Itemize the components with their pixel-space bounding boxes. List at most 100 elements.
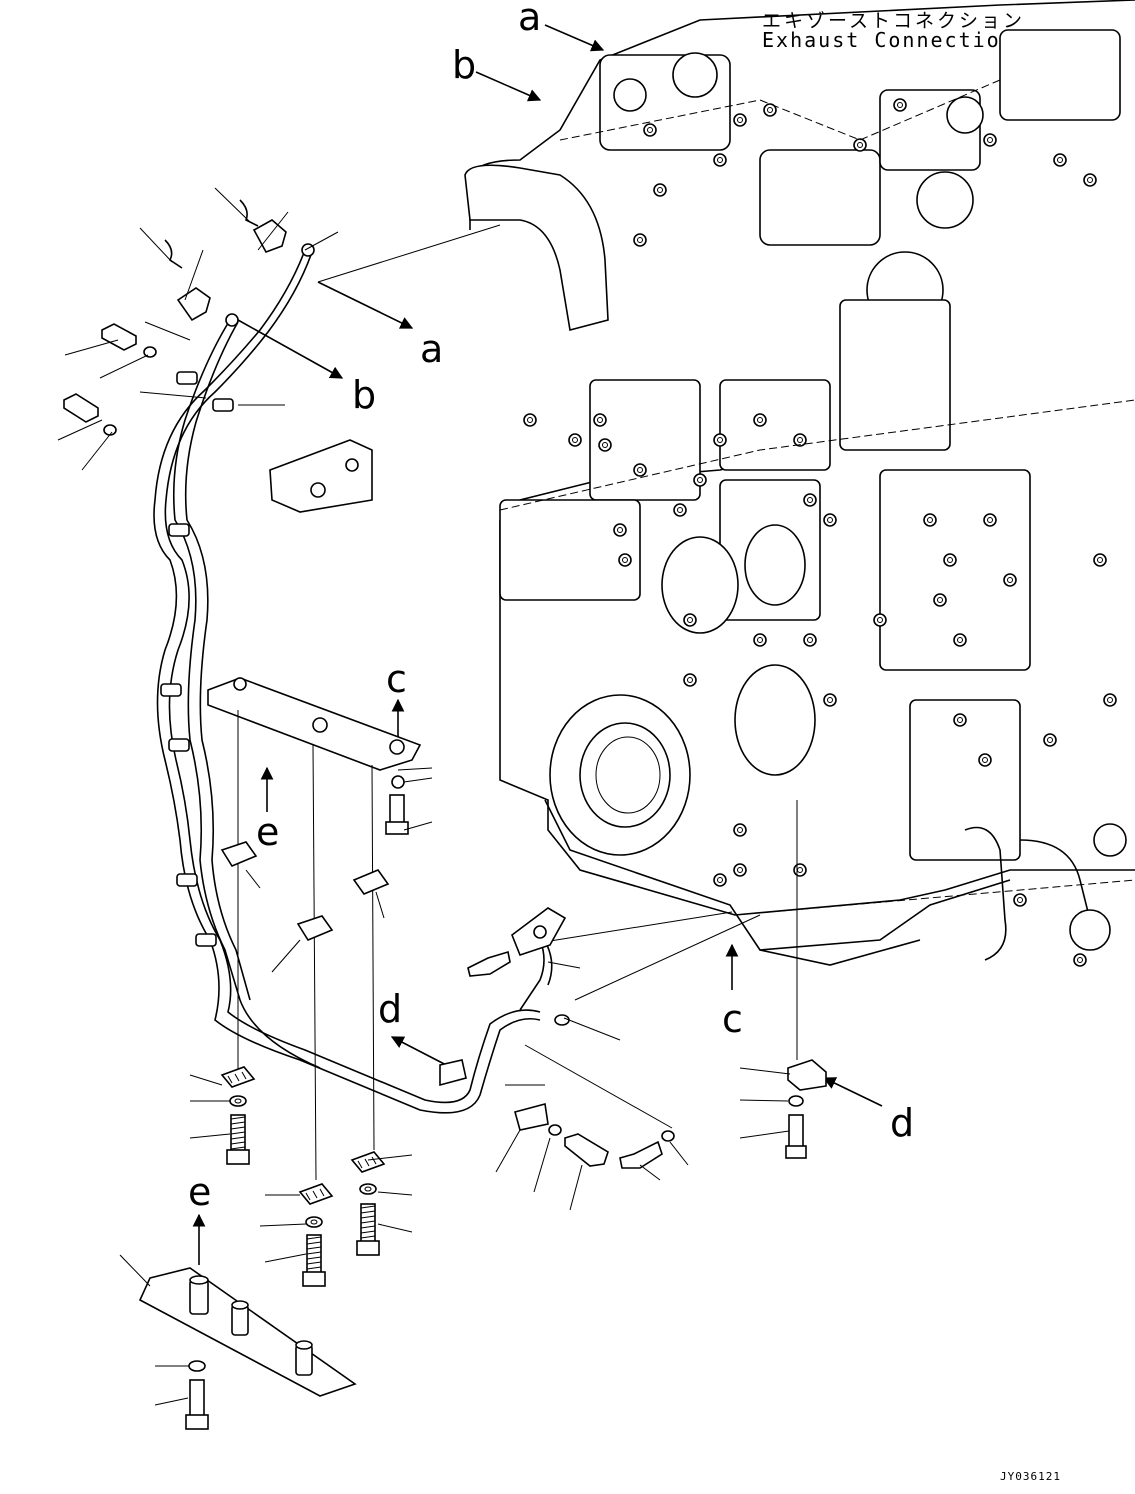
- engine-bolt: [733, 823, 747, 837]
- cylinder-head-2: [759, 149, 881, 246]
- clamp-3: [296, 915, 334, 941]
- clamp-1: [220, 841, 258, 867]
- harness-clip: [176, 371, 198, 385]
- washer: [391, 775, 405, 789]
- engine-bolt: [713, 873, 727, 887]
- engine-bolt: [763, 103, 777, 117]
- engine-bolt: [793, 863, 807, 877]
- clip-mid: [514, 1102, 549, 1131]
- callout-e-upper: e: [256, 810, 279, 854]
- engine-bolt: [803, 633, 817, 647]
- bolt: [389, 794, 405, 824]
- engine-bolt: [893, 98, 907, 112]
- arrow-d-left: [390, 1036, 453, 1069]
- engine-bolt: [1053, 153, 1067, 167]
- arrow-a-mid: [317, 281, 414, 329]
- engine-bolt: [713, 153, 727, 167]
- bolt-mid-1: [564, 1133, 609, 1167]
- leader-lines: [57, 187, 791, 1406]
- engine-bolt: [823, 693, 837, 707]
- callout-b-mid: b: [352, 373, 376, 417]
- callout-c-upper: c: [386, 657, 407, 701]
- engine-bolt: [1073, 953, 1087, 967]
- engine-bolt: [653, 183, 667, 197]
- engine-bolt: [853, 138, 867, 152]
- callout-a-top: a: [518, 0, 541, 39]
- figure-id: JY036121: [1000, 1470, 1061, 1483]
- engine-bolt: [683, 613, 697, 627]
- washer: [788, 1095, 804, 1107]
- washer: [188, 1360, 206, 1372]
- engine-bolt: [1003, 573, 1017, 587]
- engine-bolt: [978, 753, 992, 767]
- d-bracket-right: [787, 1059, 827, 1091]
- d-bracket-left: [439, 1059, 467, 1087]
- engine-bolt: [753, 633, 767, 647]
- title-english: Exhaust Connection: [762, 28, 1015, 52]
- engine-bolt: [633, 463, 647, 477]
- elbow-fitting-1: [176, 287, 211, 322]
- arrow-b-top: [475, 71, 542, 102]
- engine-bolt: [823, 513, 837, 527]
- callout-d-left: d: [378, 987, 402, 1031]
- harness-clip: [176, 873, 198, 887]
- engine-bolt: [613, 523, 627, 537]
- engine-bolt: [1043, 733, 1057, 747]
- engine-bolt: [618, 553, 632, 567]
- wire-clip-1: [164, 239, 183, 269]
- engine-bolt: [923, 513, 937, 527]
- arrow-d-right: [822, 1077, 883, 1107]
- engine-bolt: [523, 413, 537, 427]
- clamp-2: [352, 869, 390, 895]
- engine-bolt: [1103, 693, 1117, 707]
- washer: [359, 1183, 377, 1195]
- bolt: [189, 1379, 205, 1417]
- engine-bolt: [873, 613, 887, 627]
- cylinder-head-4: [999, 29, 1121, 121]
- bolt-top-left-1: [101, 323, 157, 358]
- harness-clips: [160, 371, 234, 947]
- callout-a-mid: a: [420, 327, 443, 371]
- engine-bolt: [568, 433, 582, 447]
- engine-bolt: [673, 503, 687, 517]
- washer: [103, 424, 117, 436]
- engine-bolt: [953, 713, 967, 727]
- rubber-clamp: [350, 1151, 386, 1173]
- arrow-a-top: [544, 24, 605, 52]
- engine-bolt: [793, 433, 807, 447]
- bolt-connector: [467, 950, 511, 977]
- exhaust-elbow: [464, 164, 609, 331]
- spacer-1: [189, 1279, 209, 1315]
- rubber-clamp: [220, 1066, 256, 1088]
- connector-end-b: [225, 313, 239, 327]
- engine-bolt: [593, 413, 607, 427]
- bolt-mid-2: [619, 1140, 663, 1169]
- engine-bolt: [733, 113, 747, 127]
- bolt: [788, 1114, 804, 1148]
- engine-assembly: [464, 0, 1135, 967]
- arrow-b-mid: [237, 319, 344, 379]
- engine-bolt: [953, 633, 967, 647]
- engine-bolt: [983, 513, 997, 527]
- harness-clip: [212, 398, 234, 412]
- harness-clip: [195, 933, 217, 947]
- engine-bolt: [683, 673, 697, 687]
- engine-bolt: [943, 553, 957, 567]
- harness-mount-bracket: [269, 439, 373, 513]
- rubber-clamp: [298, 1183, 334, 1205]
- engine-bolt: [713, 433, 727, 447]
- harness-clip: [160, 683, 182, 697]
- callout-d-right: d: [890, 1101, 914, 1145]
- lower-fasteners: [220, 1066, 386, 1287]
- engine-bolt: [1083, 173, 1097, 187]
- callout-b-top: b: [452, 43, 476, 87]
- engine-bolt: [983, 133, 997, 147]
- harness-clip: [168, 738, 190, 752]
- engine-bolt: [643, 123, 657, 137]
- washer: [661, 1130, 675, 1142]
- callout-c-lower: c: [722, 997, 743, 1041]
- wire-clip-2: [239, 199, 259, 227]
- engine-bolt: [633, 233, 647, 247]
- washer: [548, 1124, 562, 1136]
